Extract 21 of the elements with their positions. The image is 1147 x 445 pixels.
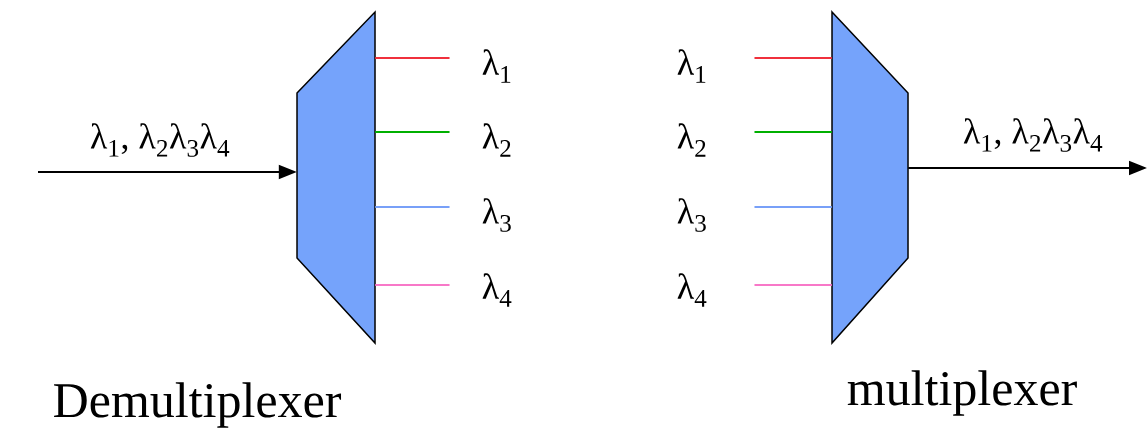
- wavelength-label: λ$_{4}$: [482, 273, 512, 307]
- signal-line: [753, 206, 833, 208]
- wavelength-label: λ$_{2}$: [677, 123, 706, 157]
- signal-line: [374, 284, 451, 286]
- signal-line: [753, 131, 833, 133]
- signal-line: [753, 57, 833, 59]
- wavelength-label: λ$_{3}$: [677, 198, 706, 232]
- signal-line: [374, 131, 451, 133]
- wavelength-label: λ$_{2}$: [482, 123, 511, 157]
- signal-line: [753, 284, 833, 286]
- wavelength-label: λ$_{1}$: [677, 49, 706, 83]
- device-caption: multiplexer: [847, 370, 1077, 416]
- wavelength-label: λ$_{4}$: [677, 273, 707, 307]
- wavelength-label: λ$_{3}$: [482, 198, 511, 232]
- trapezoid-shape: [296, 10, 376, 345]
- signal-line: [374, 206, 451, 208]
- signal-line: [374, 57, 451, 59]
- edge-label: λ$_{1}$, λ$_{2}$λ$_{3}$λ$_{4}$: [961, 117, 1105, 153]
- edge-label: λ$_{1}$, λ$_{2}$λ$_{3}$λ$_{4}$: [88, 122, 232, 158]
- wavelength-label: λ$_{1}$: [482, 49, 511, 83]
- device-caption: Demultiplexer: [54, 382, 341, 428]
